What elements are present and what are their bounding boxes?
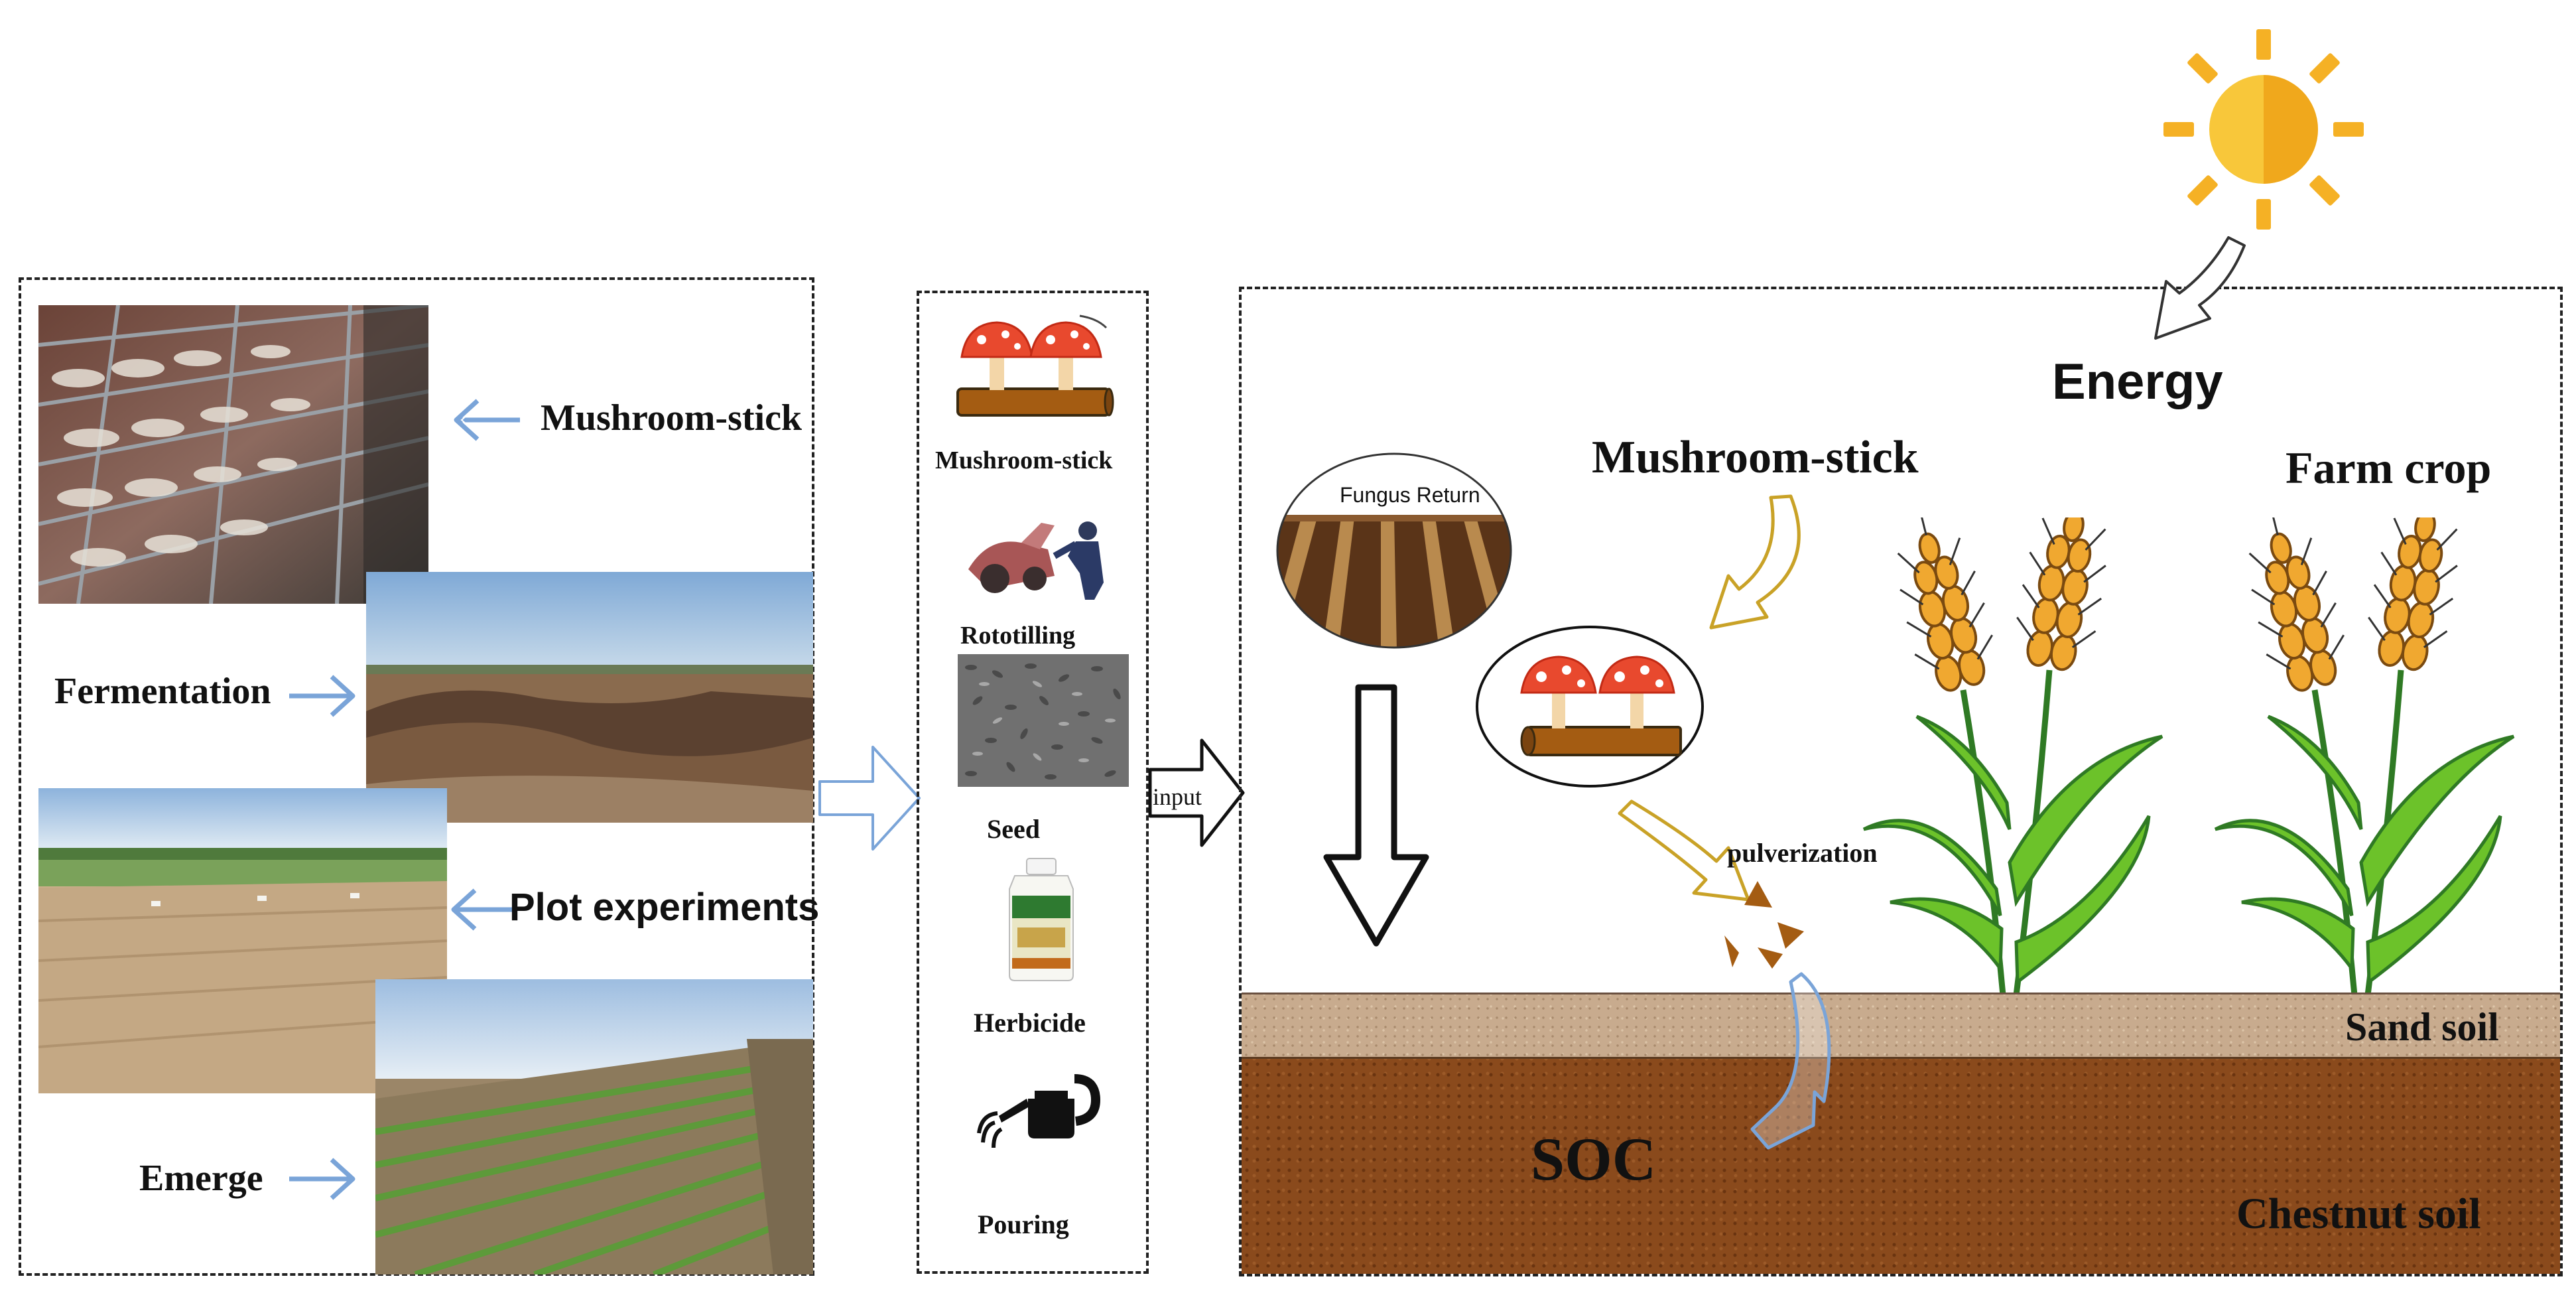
down-arrow-icon bbox=[1323, 684, 1429, 947]
item-pouring-label: Pouring bbox=[978, 1209, 1069, 1239]
herbicide-bottle-icon bbox=[1009, 858, 1074, 981]
fermentation-photo bbox=[366, 572, 813, 823]
plot-arrow-icon bbox=[451, 888, 517, 931]
step-mushroom-stick-label: Mushroom-stick bbox=[541, 397, 803, 439]
rototilling-icon bbox=[968, 521, 1104, 600]
fungus-return-label: Fungus Return bbox=[1340, 483, 1480, 507]
gold-arrow-pulverization-icon bbox=[1618, 799, 1750, 902]
item-herbicide-label: Herbicide bbox=[974, 1008, 1086, 1038]
pulverization-label: pulverization bbox=[1727, 838, 1878, 868]
wheat-plant-left-icon bbox=[1862, 517, 2163, 995]
gold-curved-arrow-top-icon bbox=[1709, 494, 1801, 630]
left-to-middle-arrow-icon bbox=[818, 746, 921, 851]
chestnut-soil-layer bbox=[1242, 1059, 2560, 1274]
mushroom-stick-title: Mushroom-stick bbox=[1592, 432, 1919, 483]
sun-energy-arrow-icon bbox=[2154, 236, 2246, 340]
item-mushroom-stick-label: Mushroom-stick bbox=[935, 446, 1113, 474]
input-arrow-icon bbox=[1148, 738, 1245, 847]
fungus-return-illustration bbox=[1276, 452, 1512, 649]
sand-soil-label: Sand soil bbox=[2345, 1005, 2499, 1049]
item-rototilling-label: Rototilling bbox=[960, 622, 1076, 650]
sun-icon bbox=[2163, 29, 2364, 230]
left-arrow-icon bbox=[454, 399, 520, 441]
mushroom-stick-photo bbox=[38, 305, 428, 604]
wheat-plant-right-icon bbox=[2214, 517, 2515, 995]
step-emerge-label: Emerge bbox=[139, 1158, 263, 1199]
fermentation-arrow-icon bbox=[289, 675, 355, 717]
input-label: input bbox=[1153, 784, 1202, 810]
step-fermentation-label: Fermentation bbox=[54, 671, 271, 712]
mushroom-stick-circle-illustration bbox=[1476, 626, 1704, 788]
left-panel bbox=[19, 277, 814, 1276]
middle-panel bbox=[917, 291, 1149, 1274]
blue-curved-arrow-icon bbox=[1750, 972, 1831, 1150]
emerge-arrow-icon bbox=[289, 1158, 355, 1200]
sand-soil-layer bbox=[1242, 993, 2560, 1059]
soc-label: SOC bbox=[1531, 1125, 1657, 1193]
emerge-photo bbox=[375, 979, 813, 1274]
item-seed-label: Seed bbox=[987, 814, 1040, 844]
mushroom-stick-icon bbox=[956, 314, 1114, 417]
watering-can-icon bbox=[977, 1074, 1101, 1148]
seed-photo bbox=[958, 654, 1129, 787]
chestnut-soil-label: Chestnut soil bbox=[2236, 1190, 2481, 1238]
farm-crop-label: Farm crop bbox=[2286, 443, 2492, 493]
step-plot-experiments-label: Plot experiments bbox=[509, 886, 820, 929]
energy-label: Energy bbox=[2052, 354, 2223, 410]
pulverized-fragments-icon bbox=[1724, 881, 1804, 969]
right-panel bbox=[1239, 287, 2563, 1276]
